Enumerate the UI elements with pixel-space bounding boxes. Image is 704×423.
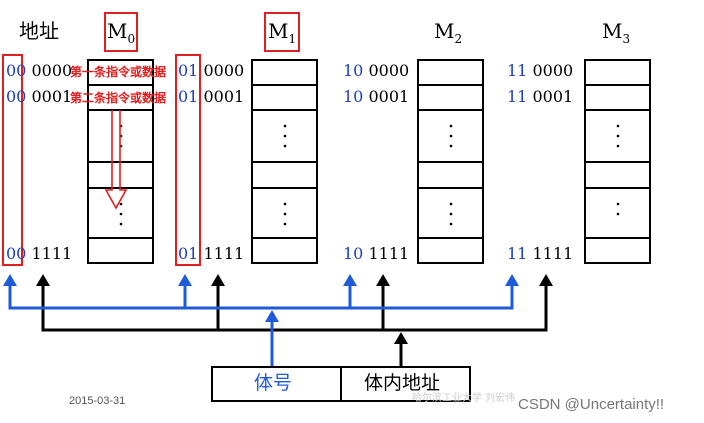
address-label: 10 0000	[343, 61, 410, 80]
address-label: 10 1111	[343, 244, 410, 263]
module-m1-block	[251, 59, 318, 264]
address-label: 10 0001	[343, 87, 410, 106]
address-label: 00 0001	[6, 87, 73, 106]
address-header: 地址	[19, 19, 59, 43]
address-label: 11 0000	[507, 61, 574, 80]
blue-arrowheads	[3, 274, 519, 322]
black-bus	[41, 280, 548, 368]
blue-bus	[8, 280, 514, 368]
footer-date: 2015-03-31	[69, 395, 126, 407]
address-label: 00 1111	[6, 244, 73, 263]
internal-address-label: 体内地址	[364, 372, 441, 394]
annotation-first-item: 第一条指令或数据	[70, 65, 167, 79]
address-label: 01 0000	[178, 61, 245, 80]
module-m2-block	[417, 59, 484, 264]
red-highlights	[2, 12, 300, 266]
red-down-arrow	[104, 110, 128, 210]
annotation-second-item: 第二条指令或数据	[70, 91, 167, 105]
bank-number-label: 体号	[254, 372, 293, 394]
module-m3-block	[584, 59, 651, 264]
module-m0-title: M0	[107, 19, 136, 46]
csdn-watermark: CSDN @Uncertainty!!	[518, 396, 665, 413]
address-register	[211, 366, 471, 402]
module-m2-title: M2	[434, 19, 463, 46]
address-label: 11 1111	[507, 244, 574, 263]
black-arrowheads	[36, 274, 553, 344]
module-m3-title: M3	[602, 19, 631, 46]
footer-school: 哈尔滨工业大学 刘宏伟	[412, 393, 516, 404]
address-label: 01 0001	[178, 87, 245, 106]
address-label: 11 0001	[507, 87, 574, 106]
module-m1-title: M1	[268, 19, 297, 46]
address-label: 00 0000	[6, 61, 73, 80]
module-m0-block	[87, 59, 154, 264]
ellipsis-dots	[119, 124, 620, 226]
address-label: 01 1111	[178, 244, 245, 263]
